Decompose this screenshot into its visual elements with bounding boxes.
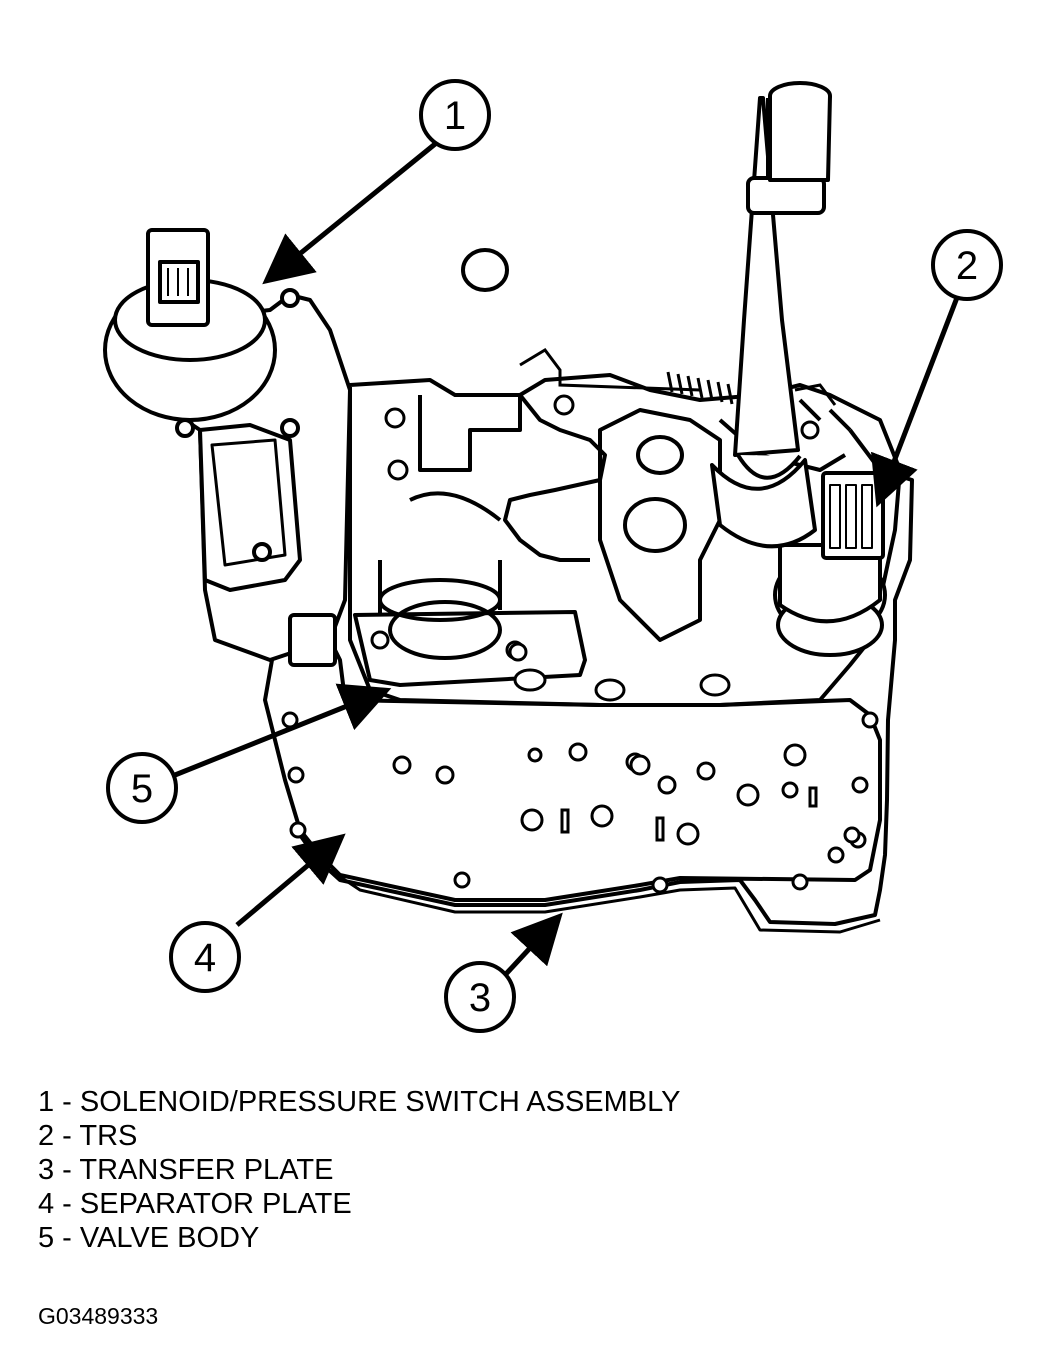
parts-legend: 1 - SOLENOID/PRESSURE SWITCH ASSEMBLY 2 … [38, 1085, 680, 1255]
valve-body-illustration: 1 2 3 4 5 [103, 79, 1003, 1033]
callout-2: 2 [931, 229, 1003, 301]
legend-item: 1 - SOLENOID/PRESSURE SWITCH ASSEMBLY [38, 1086, 681, 1118]
callout-number: 1 [444, 94, 466, 138]
callout-3: 3 [444, 961, 516, 1033]
bolts [384, 394, 820, 776]
callout-1: 1 [419, 79, 491, 151]
separator-plate [263, 628, 882, 902]
callout-number: 5 [131, 767, 153, 811]
callout-number: 4 [194, 936, 216, 980]
transmission-range-sensor [773, 471, 887, 657]
valve-body-holes [370, 630, 861, 864]
legend-item: 2 - TRS [38, 1120, 138, 1152]
leader-arrows [174, 138, 961, 977]
legend-item: 5 - VALVE BODY [38, 1222, 260, 1254]
callout-5: 5 [106, 752, 178, 824]
callout-number: 3 [469, 976, 491, 1020]
legend-item: 3 - TRANSFER PLATE [38, 1154, 334, 1186]
linkage-spring [519, 348, 837, 406]
callout-number: 2 [956, 244, 978, 288]
legend-item: 4 - SEPARATOR PLATE [38, 1188, 352, 1220]
callout-4: 4 [169, 921, 241, 993]
solenoid-pressure-switch-assembly [103, 228, 352, 667]
shift-lever [710, 81, 832, 549]
figure-id: G03489333 [38, 1303, 159, 1329]
